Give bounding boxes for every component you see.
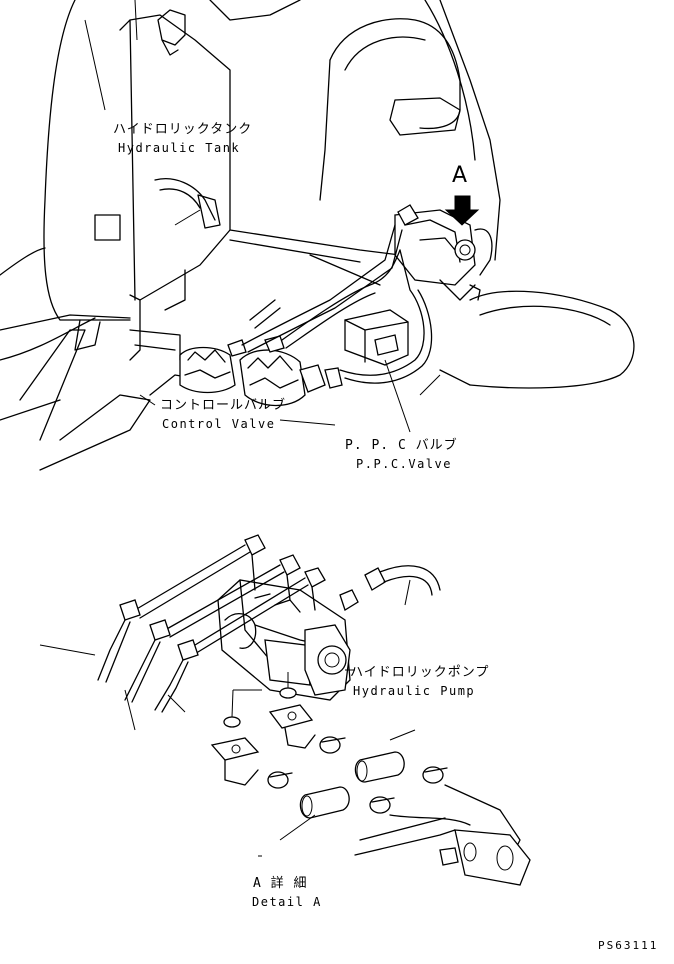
ppc-valve-label-en: P.P.C.Valve	[356, 457, 452, 471]
machine-body-outline	[0, 0, 501, 471]
leader-lines-upper	[84, 0, 441, 426]
operator-seat	[229, 18, 461, 286]
control-valve-upper	[179, 335, 343, 407]
pressure-hoses-lower	[97, 544, 309, 713]
drawing-code: PS63111	[598, 939, 659, 952]
control-valve-label-en: Control Valve	[162, 417, 276, 431]
control-valve-label-jp: コントロールバルブ	[160, 398, 287, 413]
suction-pipe-bracket	[354, 784, 531, 886]
hydraulic-tank-label-jp: ハイドロリックタンク	[113, 122, 253, 137]
leader-lines-lower	[39, 579, 416, 857]
hydraulic-pump-assembly	[217, 534, 441, 701]
view-marker-a: A	[452, 163, 469, 188]
hydraulic-hoses-upper	[241, 224, 433, 384]
detail-a-label-en: Detail A	[252, 895, 322, 909]
detail-a-label-jp: A 詳 細	[253, 876, 308, 891]
ppc-valve-bank-upper	[394, 195, 493, 301]
ppc-valve-label-jp: P. P. C バルブ	[345, 438, 458, 453]
ppc-valve	[344, 309, 411, 433]
hydraulic-pump-label-en: Hydraulic Pump	[353, 684, 476, 698]
hydraulic-tank	[94, 9, 231, 361]
hydraulic-pump-label-jp: ハイドロリックポンプ	[350, 665, 490, 680]
crawler-track	[439, 290, 635, 389]
hydraulic-tank-label-en: Hydraulic Tank	[118, 141, 241, 155]
o-rings-and-flanges	[210, 687, 316, 786]
hose-clamps-and-tubes	[267, 736, 448, 819]
